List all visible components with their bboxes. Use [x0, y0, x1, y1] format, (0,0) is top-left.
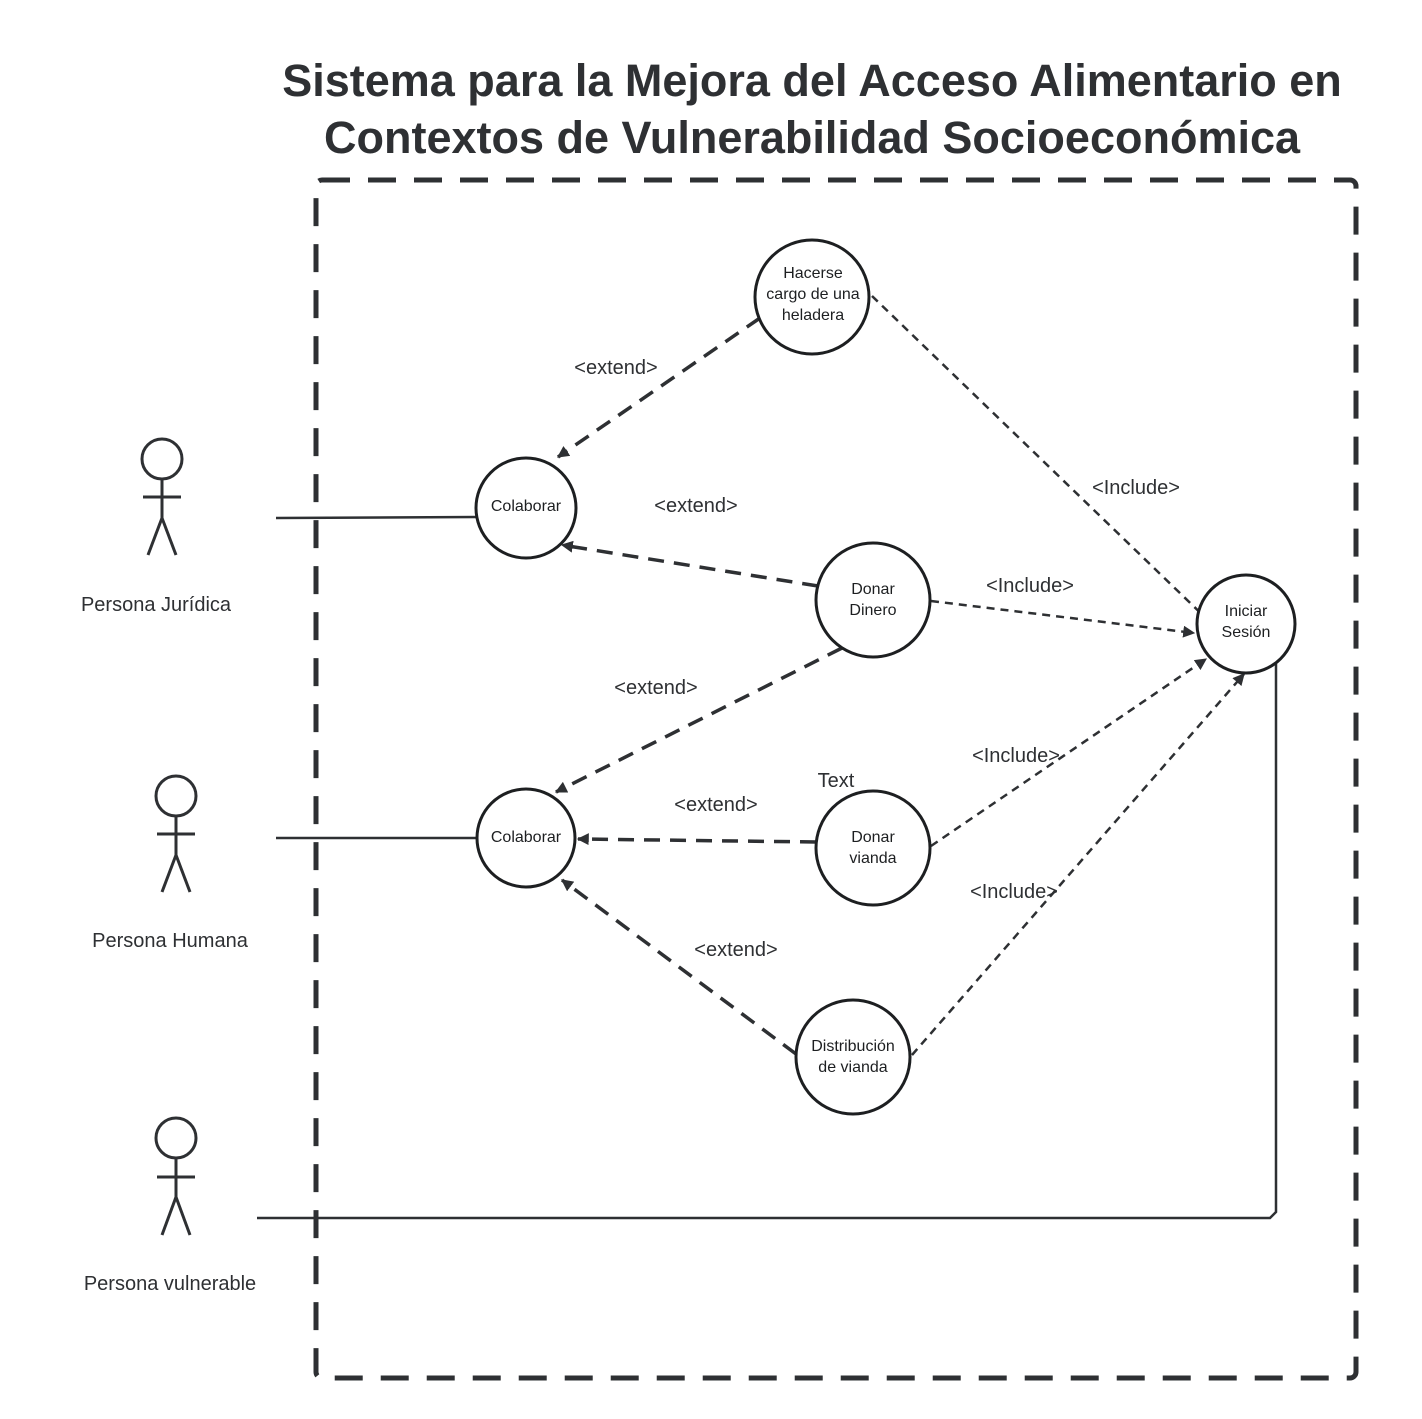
use-case-donar-dinero[interactable]: [814, 541, 932, 659]
use-case-colaborar-juridica[interactable]: [474, 456, 578, 560]
extend-label: <extend>: [614, 677, 697, 699]
stray-text-label: Text: [818, 770, 855, 792]
use-case-label-line: Hacerse: [783, 265, 843, 282]
extend-label: <extend>: [574, 357, 657, 379]
use-case-colaborar-humana[interactable]: [475, 787, 577, 889]
diagram-title-line-1: Sistema para la Mejora del Acceso Alimen…: [282, 55, 1342, 106]
actor-left-leg: [146, 517, 164, 556]
diagram-title-line-2: Contextos de Vulnerabilidad Socioeconómi…: [324, 112, 1301, 163]
use-case-label-line: Dinero: [849, 602, 896, 619]
actor-left-leg: [160, 1196, 178, 1236]
actor-label-persona-vulnerable: Persona vulnerable: [84, 1273, 256, 1295]
extend-heladera-to-colaborar[interactable]: [557, 316, 761, 459]
include-dinero-to-iniciar-sesion[interactable]: [930, 599, 1196, 638]
use-case-label-line: vianda: [849, 850, 896, 867]
use-case-label-line: de vianda: [818, 1059, 887, 1076]
use-case-label-line: Colaborar: [491, 829, 562, 846]
use-case-label-line: Iniciar: [1225, 603, 1268, 620]
use-case-label-line: Colaborar: [491, 498, 562, 515]
extend-label: <extend>: [674, 794, 757, 816]
extend-dinero-to-colaborar-2[interactable]: [554, 646, 843, 794]
actor-head: [154, 774, 198, 818]
actor-left-leg: [160, 854, 178, 893]
use-case-donar-vianda[interactable]: [814, 789, 932, 907]
use-case-distribucion-vianda[interactable]: [794, 998, 912, 1116]
association-juridica-colaborar[interactable]: [275, 515, 478, 520]
actor-head: [140, 437, 184, 481]
use-case-hacerse-cargo-heladera[interactable]: [753, 238, 871, 356]
include-heladera-to-iniciar-sesion[interactable]: [871, 295, 1213, 625]
system-boundary: [313, 177, 1359, 1381]
include-label: <Include>: [986, 575, 1074, 597]
actor-right-leg: [174, 1196, 192, 1236]
include-label: <Include>: [972, 745, 1060, 767]
actor-persona-humana[interactable]: [154, 774, 198, 893]
extend-distribucion-to-colaborar[interactable]: [560, 878, 798, 1056]
actor-persona-vulnerable[interactable]: [154, 1116, 198, 1236]
use-case-label-line: heladera: [782, 307, 844, 324]
association-vulnerable-iniciar-sesion[interactable]: [257, 662, 1278, 1220]
use-case-label-line: Sesión: [1222, 624, 1271, 641]
actor-persona-juridica[interactable]: [140, 437, 184, 556]
use-case-label-line: Donar: [851, 829, 895, 846]
actor-head: [154, 1116, 198, 1160]
extend-label: <extend>: [654, 495, 737, 517]
actor-right-leg: [160, 517, 178, 556]
include-label: <Include>: [1092, 477, 1180, 499]
actor-label-persona-juridica: Persona Jurídica: [81, 594, 232, 616]
include-distribucion-to-iniciar-sesion[interactable]: [911, 673, 1245, 1056]
extend-dinero-to-colaborar-1[interactable]: [560, 540, 819, 588]
actor-right-leg: [174, 854, 192, 893]
use-case-label-line: Donar: [851, 581, 895, 598]
extend-label: <extend>: [694, 939, 777, 961]
extend-vianda-to-colaborar[interactable]: [576, 833, 817, 846]
use-case-label-line: Distribución: [811, 1038, 895, 1055]
use-case-iniciar-sesion[interactable]: [1195, 573, 1297, 675]
use-case-label-line: cargo de una: [766, 286, 860, 303]
include-label: <Include>: [970, 881, 1058, 903]
actor-label-persona-humana: Persona Humana: [92, 930, 249, 952]
